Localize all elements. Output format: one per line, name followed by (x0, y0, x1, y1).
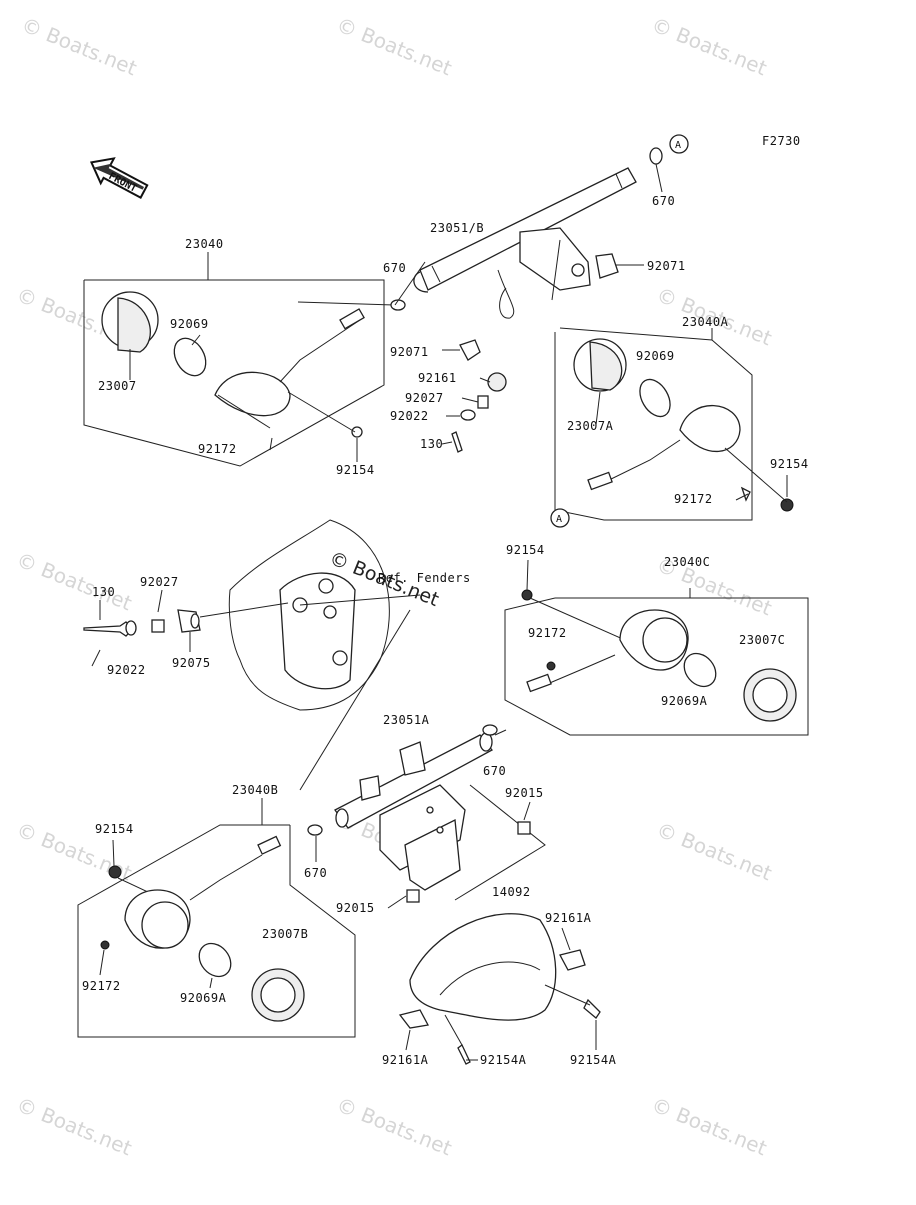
watermark: © Boats.net (18, 12, 140, 80)
label-23040: 23040 (185, 237, 224, 251)
label-92075: 92075 (172, 656, 211, 670)
label-92172-right: 92172 (674, 492, 713, 506)
rear-turn-signal-bracket (334, 724, 546, 903)
label-23051a: 23051A (383, 713, 430, 727)
label-130-left: 130 (92, 585, 115, 599)
label-23007: 23007 (98, 379, 137, 393)
label-670-top: 670 (383, 261, 406, 275)
label-92015-right: 92015 (505, 786, 544, 800)
label-92154-center: 92154 (506, 543, 545, 557)
label-130: 130 (420, 437, 443, 451)
watermark: © Boats.net (648, 12, 770, 80)
label-92172-center: 92172 (528, 626, 567, 640)
label-23040c: 23040C (664, 555, 710, 569)
label-670-a: 670 (652, 194, 675, 208)
figure-code: F2730 (762, 134, 801, 148)
label-92027: 92027 (405, 391, 444, 405)
label-92154: 92154 (336, 463, 375, 477)
label-92154-right: 92154 (770, 457, 809, 471)
label-92172: 92172 (198, 442, 237, 456)
ref-fenders-note: Ref. Fenders (378, 571, 471, 585)
label-23051b: 23051/B (430, 221, 484, 235)
label-92161a-left: 92161A (382, 1053, 429, 1067)
lamp-box-23040 (83, 252, 406, 467)
label-92154a-middle: 92154A (480, 1053, 527, 1067)
label-92069a-bottom: 92069A (180, 991, 227, 1005)
front-turn-signal-bar (413, 167, 637, 319)
callout-a: A (675, 140, 681, 151)
lamp-box-23040b (77, 798, 356, 1038)
label-23007c: 23007C (739, 633, 785, 647)
watermark: © Boats.net (653, 817, 775, 885)
watermark: © Boats.net (648, 1092, 770, 1160)
watermark: © Boats.net (13, 1092, 135, 1160)
label-92071-right: 92071 (647, 259, 686, 273)
mount-hardware (83, 589, 201, 637)
label-92069-a: 92069 (636, 349, 675, 363)
watermark: © Boats.net (13, 547, 135, 615)
label-92069: 92069 (170, 317, 209, 331)
leader-lines (91, 349, 788, 1061)
watermark: © Boats.net (333, 1092, 455, 1160)
label-92071-left: 92071 (390, 345, 429, 359)
label-23040a: 23040A (682, 315, 729, 329)
label-92069a: 92069A (661, 694, 708, 708)
license-cover (398, 913, 601, 1065)
watermark: © Boats.net (333, 12, 455, 80)
label-92022: 92022 (390, 409, 429, 423)
label-92015-left: 92015 (336, 901, 375, 915)
label-92154a-right: 92154A (570, 1053, 617, 1067)
label-23007a: 23007A (567, 419, 614, 433)
lamp-box-23040c (504, 588, 809, 736)
label-92172-bottom: 92172 (82, 979, 121, 993)
label-14092: 14092 (492, 885, 531, 899)
label-92022-left: 92022 (107, 663, 146, 677)
bushing-stack: A (394, 134, 689, 453)
label-92161a-right: 92161A (545, 911, 592, 925)
label-23007b: 23007B (262, 927, 308, 941)
label-92027-left: 92027 (140, 575, 179, 589)
front-arrow-icon: FRONT (89, 157, 149, 199)
lamp-box-23040a: A (550, 327, 794, 528)
label-670-middle: 670 (483, 764, 506, 778)
label-23040b: 23040B (232, 783, 278, 797)
rear-fender-ref (199, 519, 421, 791)
part-labels: 23040 23051/B 670 670 92071 92071 92069 … (82, 194, 809, 1067)
callout-a: A (556, 514, 562, 525)
label-670-bottom: 670 (304, 866, 327, 880)
label-92154-bottom: 92154 (95, 822, 134, 836)
label-92161: 92161 (418, 371, 457, 385)
